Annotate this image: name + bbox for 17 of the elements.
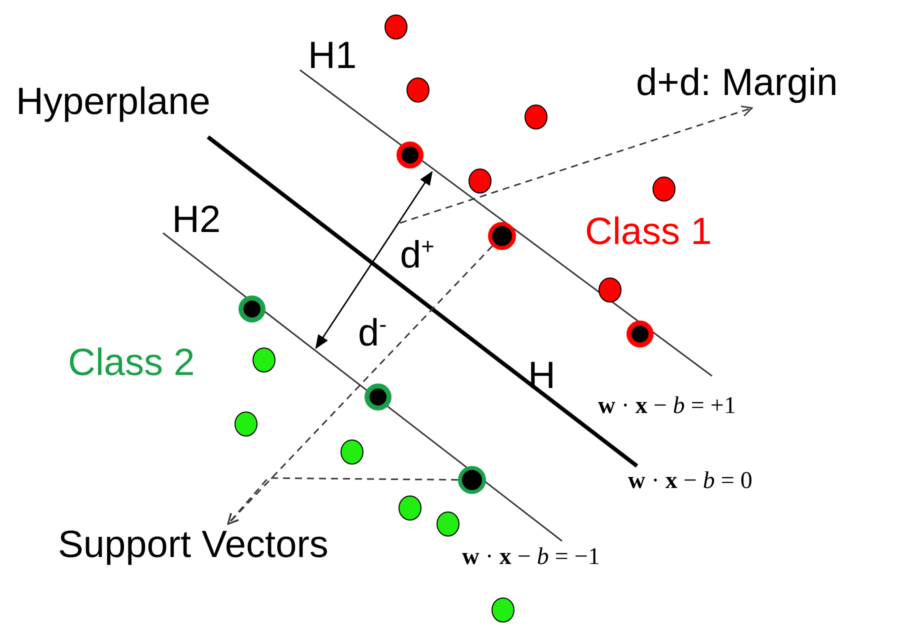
text-label: Hyperplane — [16, 82, 210, 124]
text-label: H2 — [172, 200, 221, 242]
annotation-text: Support Vectors — [58, 524, 328, 568]
text-label: H1 — [308, 36, 357, 78]
text-label: Class 1 — [585, 212, 712, 254]
equation-label: w · x − b = +1 — [598, 393, 736, 420]
leader-line — [227, 477, 458, 525]
leader-line — [227, 246, 493, 525]
text-label: d$^{+}$ — [400, 234, 434, 278]
leader-line — [400, 106, 753, 224]
equation-label: w · x − b = 0 — [628, 468, 752, 494]
annotation-text: d+d: Margin — [636, 62, 838, 106]
support-vector-point — [458, 466, 486, 494]
text-label: Class 2 — [68, 343, 195, 385]
text-label: d$^{-}$ — [358, 312, 387, 356]
support-vector-point — [488, 222, 516, 250]
equation-label: w · x − b = −1 — [462, 544, 600, 570]
